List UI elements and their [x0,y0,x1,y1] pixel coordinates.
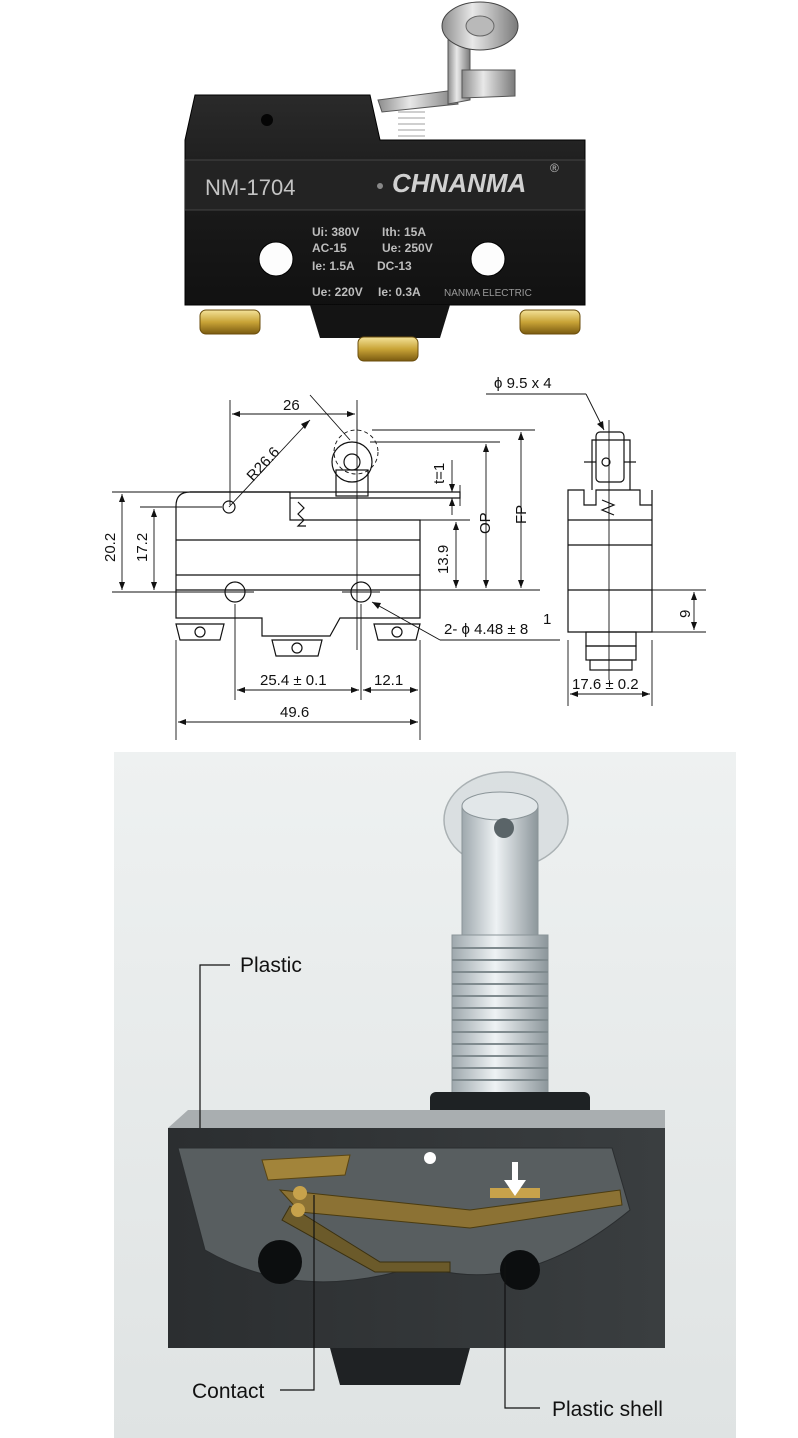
dim-20-2: 20.2 [102,533,119,562]
model-label: NM-1704 [205,175,295,200]
cutaway-illustration: Plastic Contact Plastic shell [114,752,736,1438]
rating-ue-dc: Ue: 220V [312,285,363,299]
dim-49-6: 49.6 [280,704,309,721]
rating-ui: Ui: 380V [312,225,359,239]
rating-ie-ac: Ie: 1.5A [312,259,355,273]
dim-op: OP [477,512,494,534]
dim-12-1: 12.1 [374,672,403,689]
mount-hole-left [258,241,294,277]
dimension-drawing: 26 R26.6 t=1 OP FP 13.9 20.2 [102,375,706,740]
dim-t1: t=1 [431,463,448,484]
dim-25-4: 25.4 ± 0.1 [260,672,327,689]
dim-9: 9 [677,610,694,618]
dim-fp: FP [513,505,530,524]
label-plastic-shell: Plastic shell [552,1398,663,1421]
dim-17-6: 17.6 ± 0.2 [572,676,639,693]
rating-ie-dc: Ie: 0.3A [378,285,421,299]
end-view [567,420,653,680]
rating-ue-ac: Ue: 250V [382,241,433,255]
thread-lines [452,947,548,1081]
dim-r26-6: R26.6 [244,444,284,485]
registered-mark: ® [550,161,559,175]
product-photo: NM-1704 CHNANMA ® Ui: 380V Ith: 15A AC-1… [184,1,586,362]
terminal-screws [199,309,581,362]
dim-26: 26 [283,397,300,414]
rating-ith: Ith: 15A [382,225,426,239]
label-contact: Contact [192,1380,265,1403]
dim-hole: 2- ϕ 4.48 ± 8 [444,621,528,638]
dim-roller: ϕ 9.5 x 4 [494,375,552,392]
rating-dc13: DC-13 [377,259,412,273]
cutaway-hole-right [500,1250,540,1290]
dim-13-9: 13.9 [435,545,452,574]
maker-label: NANMA ELECTRIC [444,288,532,299]
mount-hole-right [470,241,506,277]
spring-icon [398,111,425,137]
rating-ac15: AC-15 [312,241,347,255]
contact-mechanism [261,1154,623,1273]
label-plastic: Plastic [240,954,302,977]
brand-label: CHNANMA [392,168,526,198]
cutaway-hole-left [258,1240,302,1284]
actuation-arrow-icon [504,1162,526,1196]
dim-hole-sup: 1 [543,611,551,628]
dim-17-2: 17.2 [134,533,151,562]
